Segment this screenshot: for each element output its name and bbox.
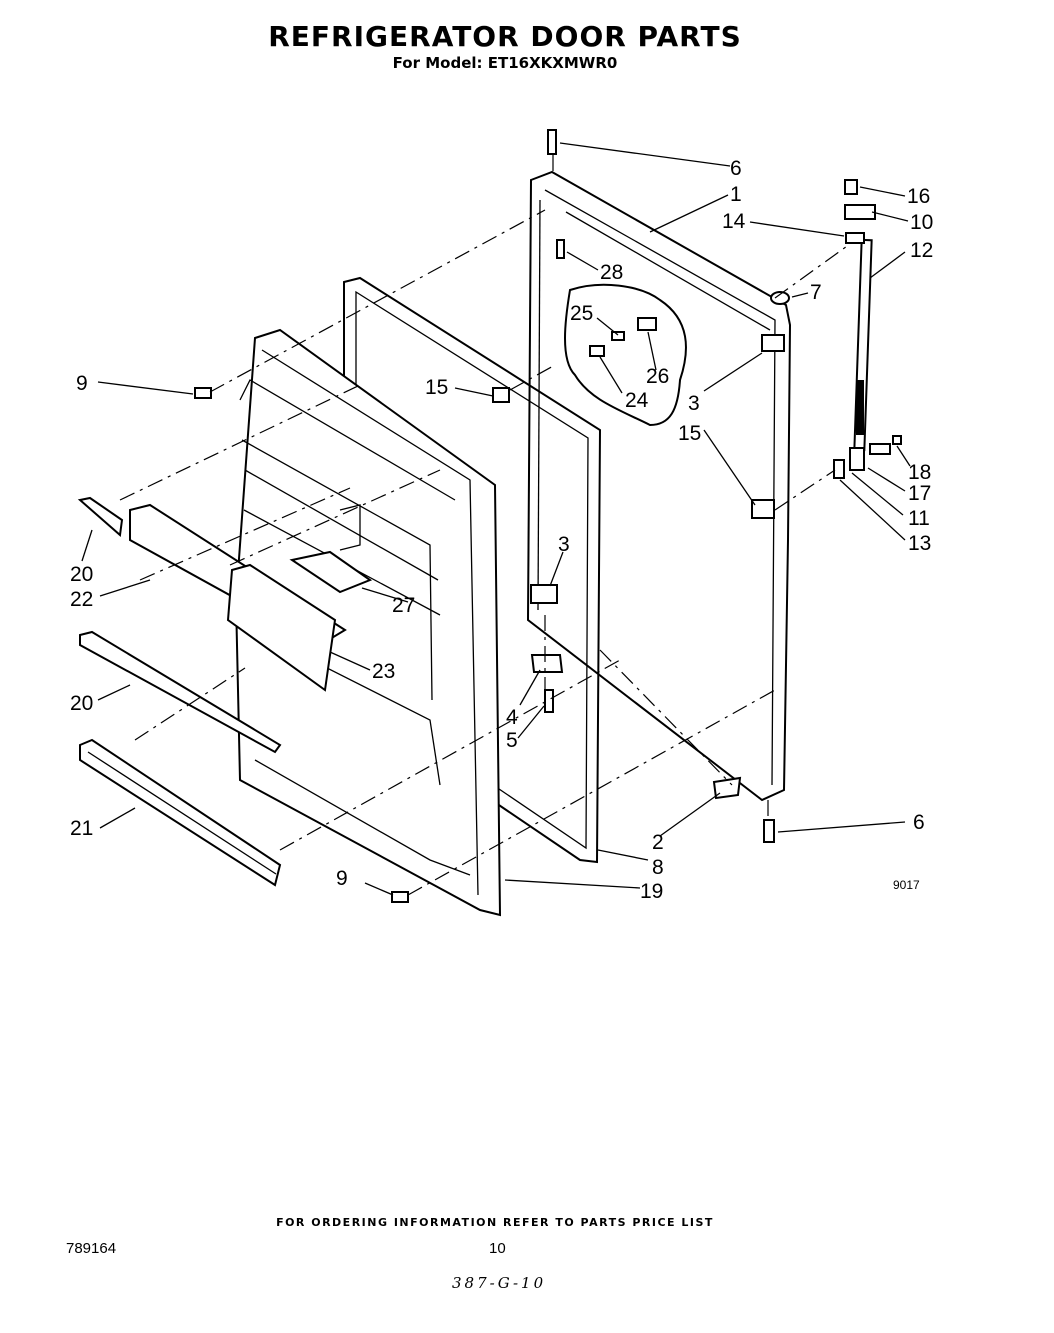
butter-compartment — [289, 550, 373, 594]
callout-8: 8 — [652, 856, 664, 879]
callout-16: 16 — [907, 185, 930, 208]
callout-23: 23 — [372, 660, 395, 683]
callout-7: 7 — [810, 281, 822, 304]
callout-10: 10 — [910, 211, 933, 234]
model-subtitle: For Model: ET16XKXMWR0 — [392, 54, 618, 72]
bottom-hinge-screw — [763, 819, 775, 843]
callout-24: 24 — [625, 389, 649, 412]
handle-end-cap-upper — [844, 204, 876, 220]
door-shelf-middle — [226, 563, 337, 692]
upper-hinge-bracket — [761, 334, 785, 352]
liner-screw-lower — [391, 891, 409, 903]
door-stop-bracket — [751, 499, 775, 519]
callout-20-upper: 20 — [70, 563, 93, 586]
hinge-pin-cap — [770, 291, 790, 305]
callout-18: 18 — [908, 461, 931, 484]
callout-28: 28 — [600, 261, 623, 284]
callout-9-lower: 9 — [336, 867, 348, 890]
callout-12: 12 — [910, 239, 933, 262]
callout-11: 11 — [908, 507, 930, 530]
callout-6-bottom: 6 — [913, 811, 925, 834]
shelf-bar-upper — [77, 496, 124, 537]
callout-15-right: 15 — [678, 422, 701, 445]
callout-26: 26 — [646, 365, 669, 388]
hinge-screw — [544, 689, 554, 713]
callout-3-upper: 3 — [688, 392, 700, 415]
callout-1: 1 — [730, 183, 742, 206]
callout-21: 21 — [70, 817, 93, 840]
handle-washer — [892, 435, 902, 445]
page-number: 10 — [489, 1240, 506, 1257]
bottom-hinge-bearing — [712, 776, 742, 800]
ordering-note: FOR ORDERING INFORMATION REFER TO PARTS … — [276, 1216, 714, 1229]
callout-15-left: 15 — [425, 376, 448, 399]
magnet-detail — [637, 317, 657, 331]
callout-13: 13 — [908, 532, 931, 555]
callout-25: 25 — [570, 302, 593, 325]
screw-detail — [611, 331, 625, 341]
handwritten-note: 387-G-10 — [452, 1274, 547, 1292]
hinge-shim — [530, 654, 564, 673]
handle-mount — [833, 459, 845, 479]
callout-6-top: 6 — [730, 157, 742, 180]
callout-3-lower: 3 — [558, 533, 570, 556]
callout-20-lower: 20 — [70, 692, 93, 715]
handle-grip — [856, 380, 864, 435]
door-stop-upper — [492, 387, 510, 403]
lower-hinge-bracket — [530, 584, 558, 604]
handle-spacer — [845, 232, 865, 244]
callout-22: 22 — [70, 588, 93, 611]
liner-screw-upper — [194, 387, 212, 399]
leader-lines — [81, 142, 911, 896]
callout-5: 5 — [506, 729, 518, 752]
callout-4: 4 — [506, 706, 518, 729]
callout-19: 19 — [640, 880, 663, 903]
clip-detail — [589, 345, 605, 357]
shelf-bar-lower — [79, 630, 282, 754]
top-hinge-screw — [547, 129, 557, 155]
handle-top-screw — [844, 179, 858, 195]
callout-14: 14 — [722, 210, 746, 233]
door-shelf-bottom — [79, 738, 282, 887]
handle-end-cap-lower — [849, 447, 865, 471]
callout-17: 17 — [908, 482, 931, 505]
panel-screw — [556, 239, 565, 259]
callout-2: 2 — [652, 831, 664, 854]
detail-inset — [564, 283, 687, 427]
figure-code: 9017 — [893, 878, 920, 892]
page-title: REFRIGERATOR DOOR PARTS — [268, 20, 742, 53]
inner-door-liner — [231, 328, 502, 917]
callout-9-upper: 9 — [76, 372, 88, 395]
outer-door-panel — [526, 170, 792, 802]
handle-screw — [869, 443, 891, 455]
document-number: 789164 — [66, 1240, 117, 1257]
callout-27: 27 — [392, 594, 415, 617]
